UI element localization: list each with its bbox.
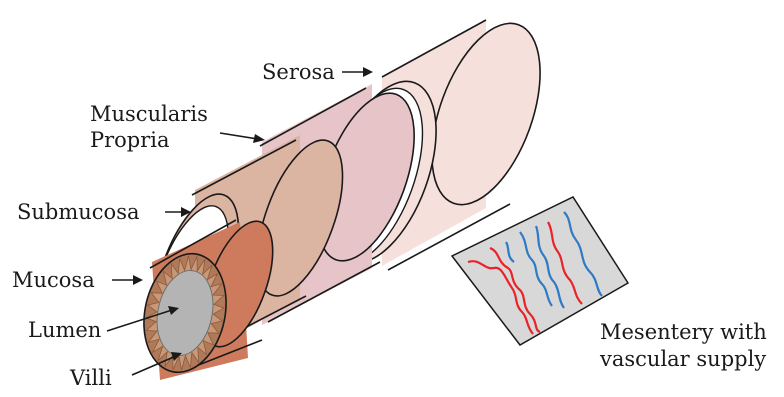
muscularis-label-line1: Muscularis bbox=[90, 102, 208, 127]
mucosa-arrow bbox=[112, 275, 143, 285]
lumen-label: Lumen bbox=[28, 318, 101, 343]
villi-label: Villi bbox=[70, 366, 112, 391]
mucosa-label: Mucosa bbox=[12, 268, 95, 293]
mesentery-label-line2: vascular supply bbox=[600, 347, 766, 372]
muscularis-label-line2: Propria bbox=[90, 128, 170, 153]
serosa-arrow bbox=[342, 67, 373, 77]
mesentery-label-line1: Mesentery with bbox=[600, 320, 767, 345]
serosa-label: Serosa bbox=[262, 60, 335, 85]
submucosa-label: Submucosa bbox=[17, 200, 140, 225]
muscularis-arrow bbox=[220, 133, 265, 143]
